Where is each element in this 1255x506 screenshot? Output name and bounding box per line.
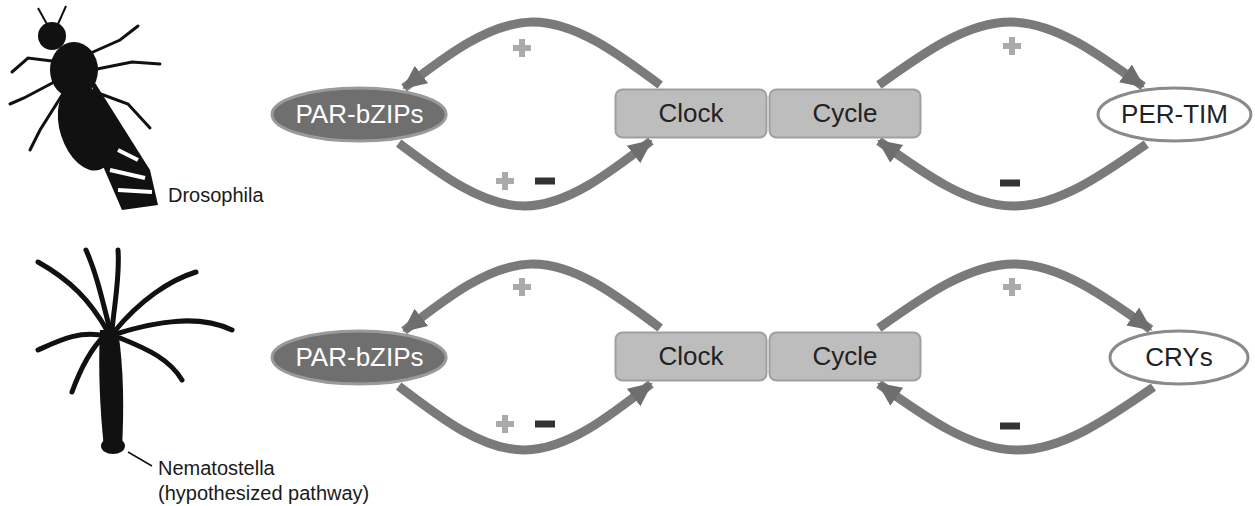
regulation-arrow [399, 384, 651, 450]
protein-ellipse: PER-TIM [1096, 86, 1253, 143]
node-label: Clock [658, 98, 723, 129]
sign-symbols [496, 37, 1021, 433]
protein-ellipse: CRYs [1108, 329, 1250, 386]
regulation-arrow [879, 384, 1154, 450]
regulation-arrow [879, 141, 1146, 206]
regulation-arrow [879, 22, 1143, 86]
node-label: Cycle [812, 341, 877, 372]
regulation-arrow [404, 264, 660, 331]
node-label: PER-TIM [1121, 99, 1228, 130]
node-label: Cycle [812, 98, 877, 129]
node-label: PAR-bZIPs [295, 99, 423, 130]
gene-box: Clock [614, 88, 768, 139]
protein-ellipse: PAR-bZIPs [270, 86, 448, 143]
node-label: Clock [658, 341, 723, 372]
gene-box: Clock [614, 331, 768, 382]
regulation-arrow [879, 264, 1151, 329]
polyp-figure [38, 250, 232, 454]
regulation-arrow [399, 141, 651, 206]
organism-label: Drosophila [168, 183, 264, 208]
fly-figure [10, 6, 160, 210]
node-label: CRYs [1145, 342, 1212, 373]
node-label: PAR-bZIPs [295, 342, 423, 373]
organism-label: Nematostella (hypothesized pathway) [158, 456, 373, 506]
gene-box: Cycle [768, 331, 922, 382]
leader-line [128, 452, 152, 466]
gene-box: Cycle [768, 88, 922, 139]
protein-ellipse: PAR-bZIPs [270, 329, 448, 386]
regulation-arrow [404, 22, 660, 88]
